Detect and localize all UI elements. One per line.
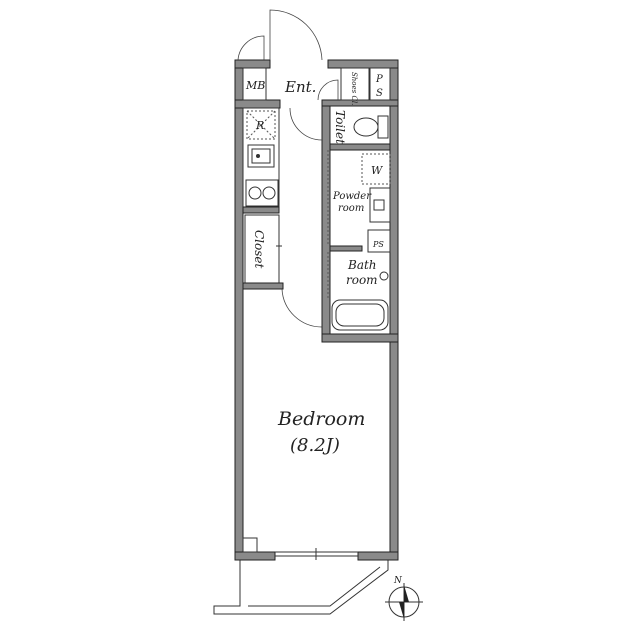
sink (247, 144, 275, 168)
shower-icon (379, 271, 389, 281)
north-label: N (393, 576, 403, 586)
ps-small (367, 229, 391, 253)
bedroom-door (281, 288, 323, 328)
toilet-bowl-icon (353, 117, 379, 137)
stove (245, 179, 279, 207)
bedroom-size-label: (8.2J) (290, 435, 340, 456)
shoes-closet-door (317, 79, 339, 101)
washer-label: W (371, 164, 384, 177)
closet-label: Closet (252, 230, 266, 269)
mb-label: MB (245, 79, 265, 92)
ps-top-s-label: S (376, 88, 383, 99)
washer-space (361, 153, 391, 185)
outer-walls (234, 59, 399, 561)
bath-room-label-2: room (346, 273, 378, 287)
bath-room: Bath room (327, 252, 389, 331)
ps-top (369, 67, 391, 101)
faucet-icon (256, 154, 260, 158)
vanity (369, 187, 391, 223)
ps-top-p-label: P (375, 74, 383, 85)
burner-icon (262, 186, 276, 200)
balcony (213, 560, 389, 615)
burner-icon (248, 186, 262, 200)
closet-bottom-wall (242, 282, 284, 290)
shoes-closet (340, 67, 370, 101)
mb-box: MB (242, 67, 267, 101)
bedroom-label: Bedroom (277, 408, 365, 430)
powder-room: Powder room (327, 150, 391, 246)
toilet-label: Toilet (333, 110, 347, 144)
refrigerator-label: R (255, 119, 264, 132)
entrance-doors (237, 9, 323, 61)
ps-small-label: PS (372, 240, 384, 249)
kitchen: R (242, 107, 280, 214)
bedroom-corner-box (242, 537, 258, 553)
shoes-closet-label: Shoes Cl. (350, 72, 358, 105)
entrance-label: Ent. (284, 78, 316, 96)
bathtub (331, 299, 389, 331)
closet: Closet (244, 214, 282, 284)
bath-room-label-1: Bath (347, 258, 377, 272)
refrigerator-space (246, 110, 276, 140)
toilet-room: Toilet (289, 107, 389, 144)
compass: N (385, 576, 423, 621)
bedroom: Bedroom (8.2J) (242, 408, 365, 560)
wet-area (321, 105, 399, 343)
powder-room-label-1: Powder (332, 191, 372, 202)
north-arrow-icon (404, 585, 409, 602)
powder-room-label-2: room (338, 203, 364, 214)
